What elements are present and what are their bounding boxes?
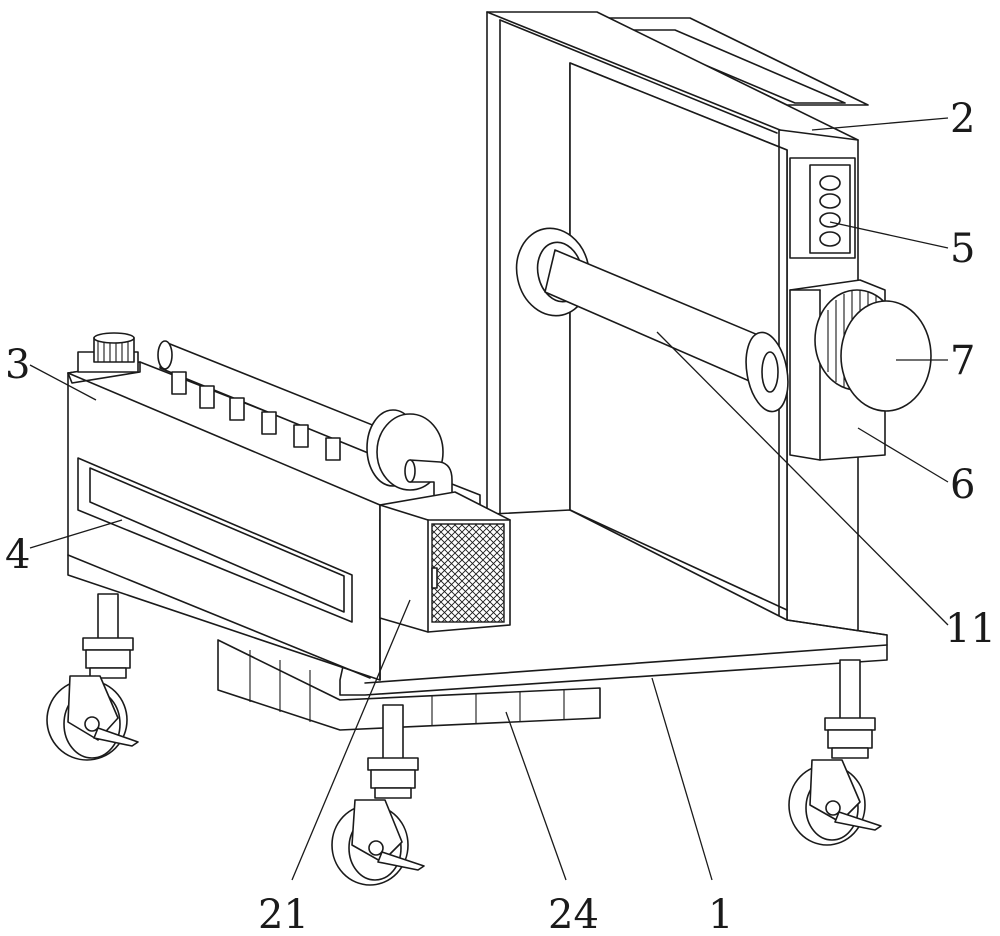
- label-7: 7: [950, 338, 975, 384]
- motor-assembly: [789, 279, 932, 461]
- under-block: [217, 639, 601, 731]
- water-tank: [67, 361, 481, 681]
- leader-3: [29, 364, 97, 401]
- leader-1: [651, 677, 713, 881]
- leader-2: [811, 117, 949, 131]
- leader-lines: [29, 117, 949, 881]
- label-11: 11: [945, 606, 996, 652]
- leader-21: [291, 599, 411, 881]
- label-2: 2: [950, 96, 975, 142]
- control-panel: [789, 157, 856, 259]
- roller-shaft: [515, 227, 789, 413]
- label-4: 4: [5, 532, 30, 578]
- leader-11: [656, 331, 949, 626]
- tank-cap: [77, 332, 139, 373]
- pump-box: [379, 491, 511, 633]
- leader-24: [505, 711, 567, 881]
- label-3: 3: [5, 342, 30, 388]
- leader-4: [29, 519, 123, 549]
- label-1: 1: [708, 892, 733, 936]
- caster-left: [46, 593, 139, 761]
- reference-labels: 2 5 7 6 11 3 4 21 24 1: [5, 96, 996, 936]
- label-24: 24: [548, 892, 599, 936]
- label-21: 21: [258, 892, 309, 936]
- leader-6: [857, 427, 949, 483]
- label-5: 5: [950, 226, 975, 272]
- caster-right: [788, 659, 882, 846]
- leader-5: [829, 221, 949, 249]
- caster-front: [331, 704, 425, 886]
- label-6: 6: [950, 462, 975, 508]
- spray-pipe: [157, 340, 453, 511]
